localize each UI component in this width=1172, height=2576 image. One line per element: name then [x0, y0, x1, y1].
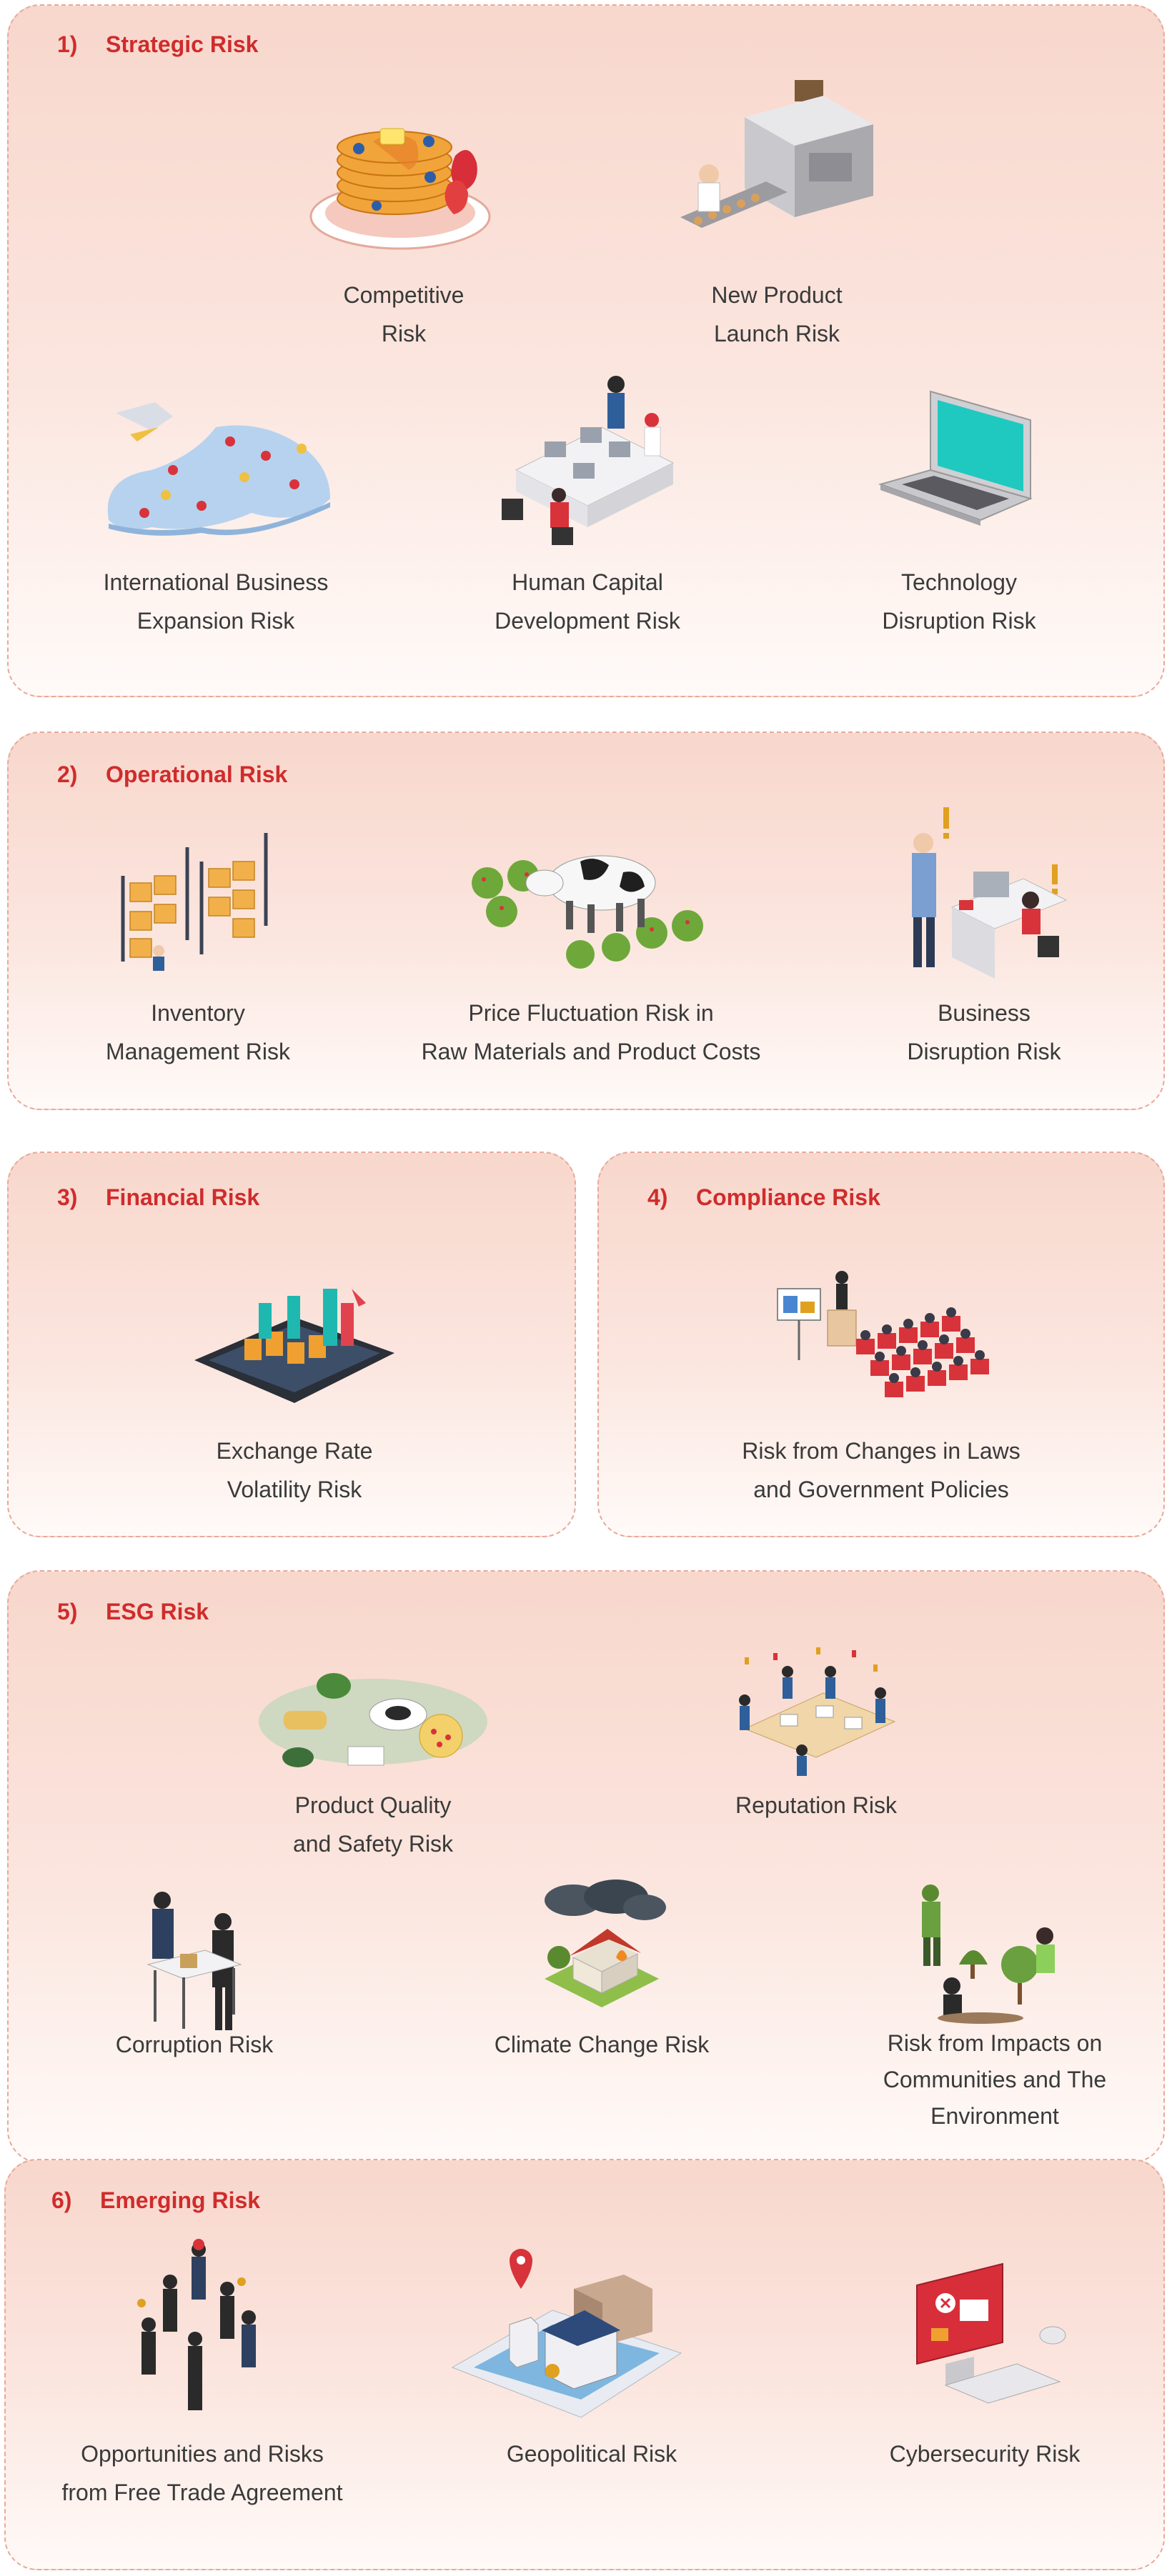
risk-item: Geopolitical Risk — [506, 2441, 677, 2467]
planting-trees-icon — [922, 1884, 1055, 2024]
risk-item: Opportunities and Risks from Free Trade … — [61, 2441, 343, 2505]
cow-field-icon — [472, 855, 703, 969]
risk-item: Technology Disruption Risk — [882, 569, 1036, 634]
map-airplane-icon — [107, 402, 330, 536]
pancakes-icon — [309, 128, 491, 250]
section-title: 1)Strategic Risk — [57, 31, 259, 57]
section-strategic-risk: 1)Strategic Risk Competitive Risk New Pr — [7, 4, 1165, 697]
risk-item: Risk from Impacts on Communities and The… — [883, 2030, 1107, 2129]
risk-item: Corruption Risk — [115, 2032, 274, 2057]
section-title: 4)Compliance Risk — [647, 1184, 880, 1210]
section-title: 5)ESG Risk — [57, 1599, 209, 1624]
warehouse-shelves-icon — [121, 833, 268, 971]
food-machine-icon — [680, 80, 873, 228]
risk-item: New Product Launch Risk — [711, 282, 843, 346]
risk-item: Business Disruption Risk — [907, 1000, 1061, 1064]
business-people-icon — [137, 2239, 256, 2410]
section-title: 2)Operational Risk — [57, 762, 288, 787]
city-map-pin-icon — [451, 2249, 682, 2418]
tablet-currency-icon — [194, 1289, 394, 1403]
risk-item: Human Capital Development Risk — [495, 569, 680, 634]
risk-item: Competitive Risk — [343, 282, 465, 346]
risk-item: Reputation Risk — [735, 1792, 897, 1818]
section-operational-risk: 2)Operational Risk Inventory Management … — [7, 732, 1165, 1110]
risk-item: Inventory Management Risk — [106, 1000, 290, 1064]
risk-item: Climate Change Risk — [494, 2032, 710, 2057]
celebrating-office-icon — [739, 1647, 896, 1776]
risk-item: Product Quality and Safety Risk — [292, 1792, 454, 1857]
storm-house-icon — [545, 1879, 666, 2007]
computer-security-icon — [916, 2262, 1066, 2404]
handshake-deal-icon — [146, 1892, 242, 2030]
section-emerging-risk: 6)Emerging Risk Opportunities and Risks … — [4, 2159, 1165, 2570]
section-financial-risk: 3)Financial Risk Exchange Rate Volatilit… — [7, 1152, 576, 1537]
office-alert-icon — [912, 807, 1068, 979]
section-esg-risk: 5)ESG Risk Product Quality and Safety Ri… — [7, 1570, 1165, 2163]
section-compliance-risk: 4)Compliance Risk Risk from Changes in L… — [597, 1152, 1165, 1537]
section-title: 6)Emerging Risk — [51, 2187, 261, 2213]
laptop-icon — [878, 390, 1033, 526]
food-platter-icon — [259, 1673, 487, 1767]
presentation-audience-icon — [777, 1271, 989, 1397]
risk-item: Exchange Rate Volatility Risk — [216, 1438, 373, 1502]
risk-item: Cybersecurity Risk — [889, 2441, 1081, 2467]
risk-item: Price Fluctuation Risk in Raw Materials … — [421, 1000, 761, 1064]
section-title: 3)Financial Risk — [57, 1184, 260, 1210]
risk-item: Risk from Changes in Laws and Government… — [742, 1438, 1020, 1502]
office-team-icon — [502, 376, 675, 545]
risk-item: International Business Expansion Risk — [103, 569, 329, 634]
